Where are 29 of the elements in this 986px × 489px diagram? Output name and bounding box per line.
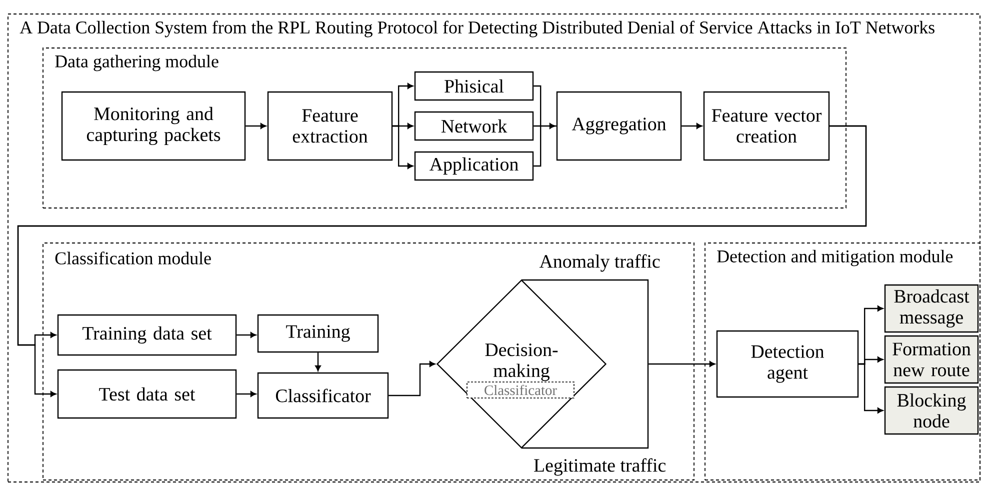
process-box: Test data set [57,369,237,419]
process-box: Training data set [57,314,237,356]
arrow [682,123,702,129]
process-box: Feature vector creation [703,91,830,161]
arrow [315,352,321,372]
arrow [236,332,256,338]
arrow [392,125,414,169]
arrow [236,391,256,397]
process-box: Application [414,151,534,181]
arrow [388,361,436,396]
traffic-label: Legitimate traffic [534,458,666,476]
action-box: Broadcast message [884,284,979,333]
classifier-box: Classificator [466,382,574,398]
process-box: Training [257,314,379,353]
arrow [533,85,557,167]
process-box: Feature extraction [267,91,393,161]
process-box: Network [414,111,534,141]
process-box: Monitoring and capturing packets [61,91,246,161]
process-box: Detection agent [716,330,859,398]
arrow [246,123,266,129]
process-box: Phisical [414,71,534,101]
traffic-label: Anomaly traffic [539,254,660,272]
process-box: Aggregation [556,91,682,161]
process-box: Classificator [257,372,389,419]
arrow [17,125,867,397]
action-box: Formation new route [884,335,979,384]
action-box: Blocking node [884,386,979,435]
arrow [648,361,716,367]
arrow [858,363,884,414]
